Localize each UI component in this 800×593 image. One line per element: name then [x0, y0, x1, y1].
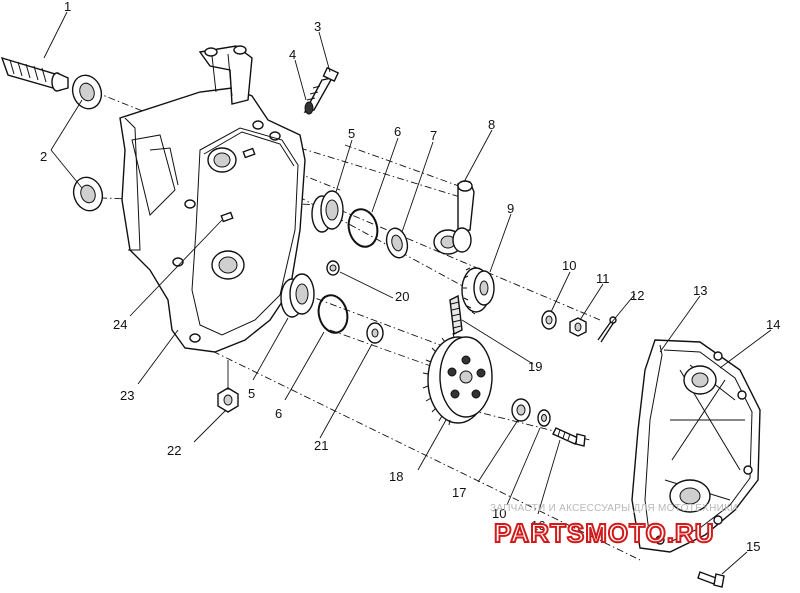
callout-1: 1: [64, 0, 71, 14]
cotter-pin: [597, 316, 617, 343]
callout-10-upper: 10: [562, 258, 576, 273]
callout-labels: 1 2 3 4 5 6 7 8 9 10 11 12 13 14 15 16 1…: [40, 0, 780, 554]
chaincase-housing: [119, 45, 306, 353]
callout-5-upper: 5: [348, 126, 355, 141]
oil-seal-upper: [71, 74, 103, 110]
washer-upper-right: [541, 310, 557, 330]
o-ring-upper: [347, 208, 379, 248]
callout-14: 14: [766, 317, 780, 332]
callout-18: 18: [389, 469, 403, 484]
spacer-washer: [366, 322, 384, 344]
callout-23: 23: [120, 388, 134, 403]
drain-plug: [217, 387, 239, 413]
lock-washer-lower: [537, 409, 551, 427]
callout-8: 8: [488, 117, 495, 132]
callout-20: 20: [395, 289, 409, 304]
bolt-lower: [552, 427, 586, 447]
washer-lower: [511, 398, 531, 422]
callout-6-lower: 6: [275, 406, 282, 421]
callout-15: 15: [746, 539, 760, 554]
callout-21: 21: [314, 438, 328, 453]
callout-19: 19: [528, 359, 542, 374]
callout-7: 7: [430, 128, 437, 143]
watermark: ЗАПЧАСТИ И АКСЕССУАРЫ ДЛЯ МОТОТЕХНИКИ PA…: [490, 503, 738, 549]
sprocket-small: [461, 267, 495, 315]
callout-5-lower: 5: [248, 386, 255, 401]
watermark-caption: ЗАПЧАСТИ И АКСЕССУАРЫ ДЛЯ МОТОТЕХНИКИ: [490, 503, 738, 514]
dowel-pin: [326, 260, 340, 276]
callout-24: 24: [113, 317, 127, 332]
callout-3: 3: [314, 19, 321, 34]
oil-seal-lower: [72, 176, 104, 212]
callout-10-lower: 10: [492, 506, 506, 521]
callout-11: 11: [596, 271, 610, 286]
callout-16: 16: [531, 518, 545, 533]
callout-4: 4: [289, 47, 296, 62]
sprocket-large: [422, 332, 493, 426]
o-ring-lower: [317, 294, 349, 334]
leader-lines: [43, 11, 772, 575]
tensioner-arm: [433, 180, 475, 255]
washer-upper: [304, 101, 314, 115]
callout-2: 2: [40, 149, 47, 164]
callout-6-upper: 6: [394, 124, 401, 139]
callout-22: 22: [167, 443, 181, 458]
chaincase-cover: [631, 339, 761, 553]
splined-shaft: [0, 56, 69, 92]
callout-17: 17: [452, 485, 466, 500]
bearing-lower: [280, 273, 315, 318]
callout-9: 9: [507, 201, 514, 216]
bearing-upper: [311, 190, 344, 233]
watermark-logo: PARTSMOTO.RU: [494, 518, 714, 548]
nut: [569, 317, 587, 337]
callout-13: 13: [693, 283, 707, 298]
callout-12: 12: [630, 288, 644, 303]
seal-upper: [385, 227, 409, 259]
cover-bolt: [697, 571, 725, 588]
drive-chain: [449, 294, 463, 336]
